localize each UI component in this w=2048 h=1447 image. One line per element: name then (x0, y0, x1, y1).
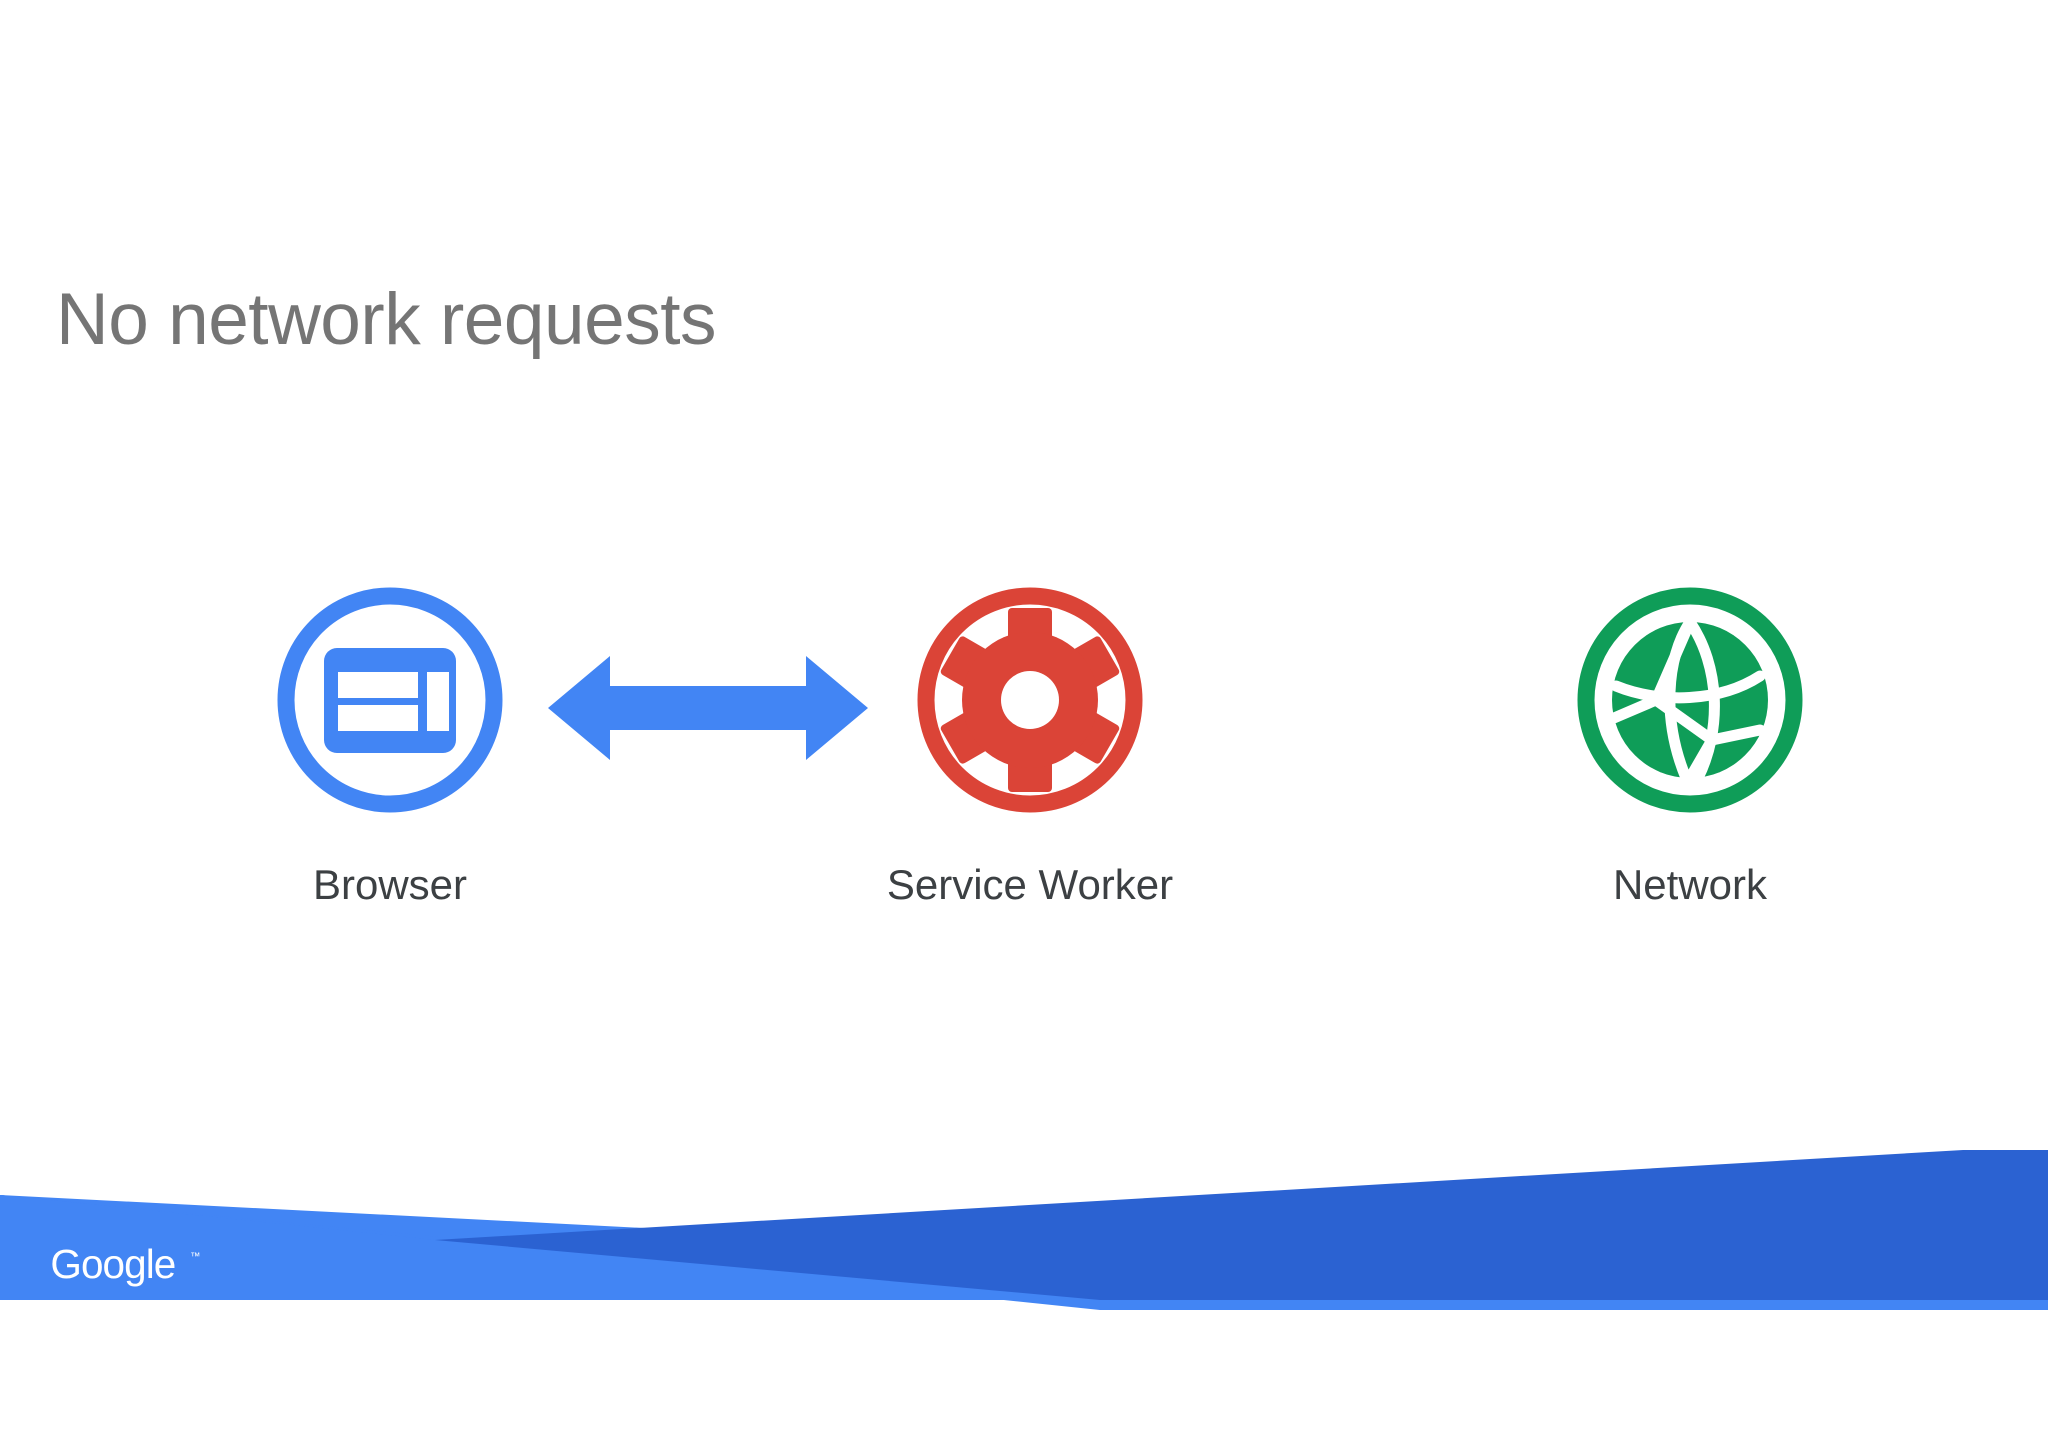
google-logo: Google ™ (42, 1243, 242, 1289)
footer-band-dark (435, 1150, 2048, 1300)
footer-band (0, 1150, 2048, 1447)
page-title: No network requests (56, 279, 716, 360)
svg-text:™: ™ (190, 1252, 200, 1263)
diagram-node-label-service-worker: Service Worker (886, 861, 1174, 908)
diagram-node-label-network: Network (1612, 861, 1768, 908)
gear-icon (910, 580, 1150, 820)
browser-window-icon (270, 580, 510, 820)
globe-network-icon (1570, 580, 1810, 820)
svg-text:Google: Google (50, 1243, 175, 1287)
diagram-node-label-browser: Browser (312, 861, 468, 908)
diagram-node-network[interactable]: Network (1540, 580, 1840, 908)
double-arrow-browser-service-worker (548, 650, 868, 766)
diagram-node-browser[interactable]: Browser (240, 580, 540, 908)
diagram-node-service-worker[interactable]: Service Worker (880, 580, 1180, 908)
